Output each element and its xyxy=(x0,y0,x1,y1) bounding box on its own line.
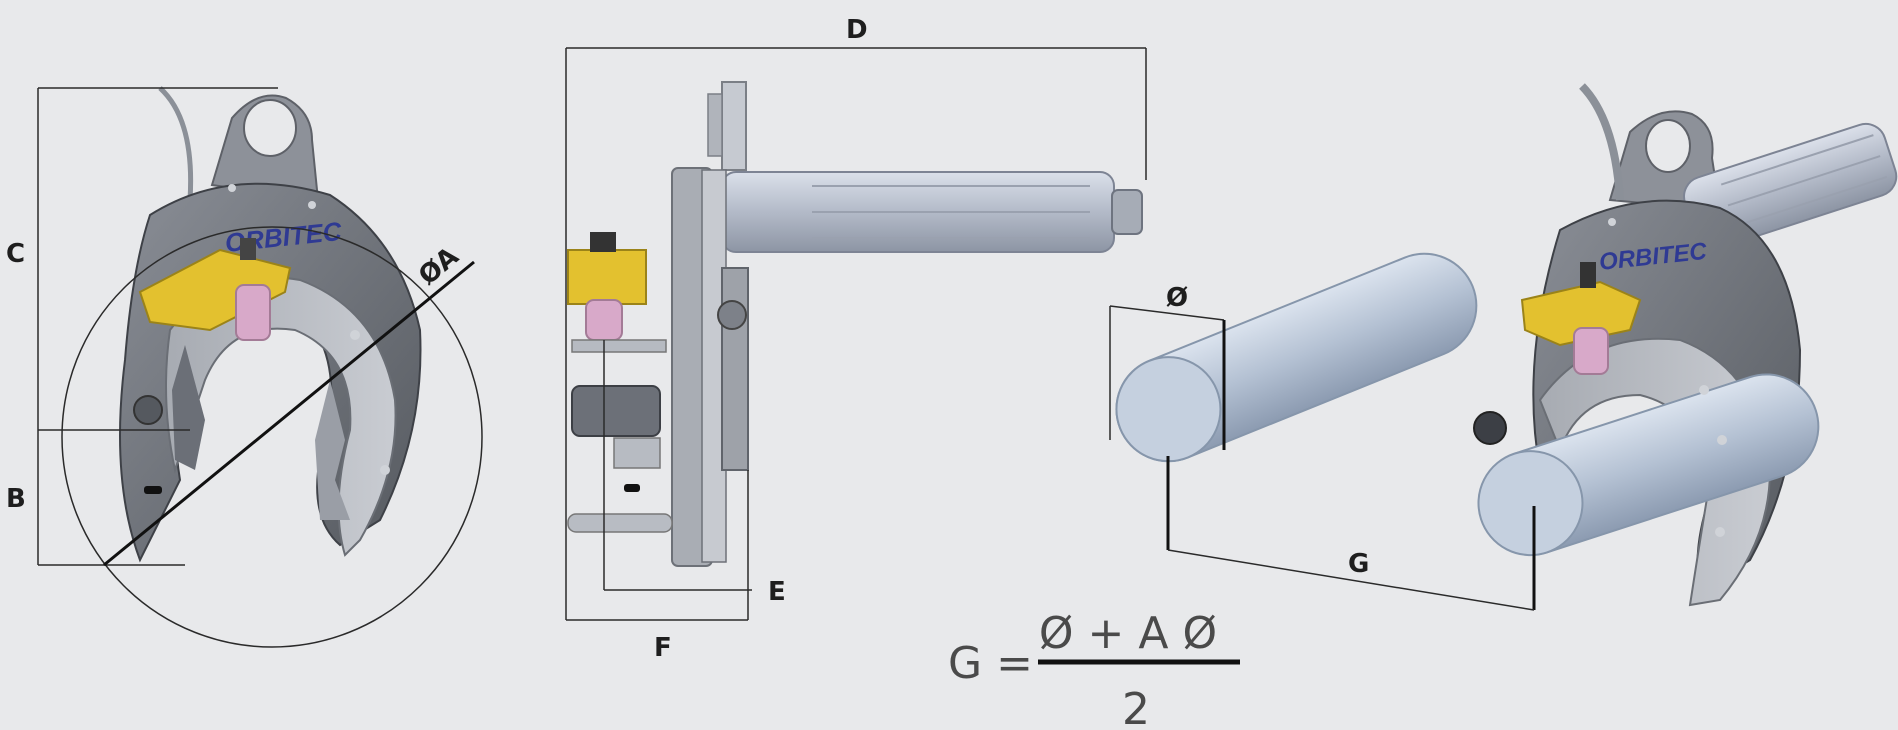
bottom-rod xyxy=(567,513,673,533)
handle-end-cap xyxy=(1111,189,1143,235)
bolt xyxy=(1717,435,1727,445)
cable-bracket xyxy=(721,81,747,171)
bolt xyxy=(380,465,390,475)
label-diameter: Ø xyxy=(1166,283,1188,313)
motor-block xyxy=(571,385,661,437)
front-view: ORBITEC C B ØA xyxy=(6,86,483,648)
yellow-clamp-side xyxy=(567,249,647,305)
formula-denominator: 2 xyxy=(1122,684,1150,730)
cable xyxy=(158,86,194,201)
slot-side xyxy=(624,484,640,492)
bolt xyxy=(350,330,360,340)
label-b: B xyxy=(6,484,26,514)
label-f: F xyxy=(654,633,672,663)
label-d: D xyxy=(846,15,868,45)
guide-bar xyxy=(571,339,667,353)
formula-numerator: Ø + A Ø xyxy=(1039,608,1217,659)
formula: G = Ø + A Ø 2 xyxy=(948,608,1240,730)
cable-right xyxy=(1579,83,1624,201)
side-view: D E F xyxy=(565,15,1147,663)
knob-right xyxy=(1473,411,1507,445)
label-e: E xyxy=(768,577,786,607)
label-g: G xyxy=(1348,549,1369,579)
cable-bracket-inner xyxy=(707,93,723,157)
yellow-clamp xyxy=(138,248,292,332)
slot xyxy=(144,486,162,494)
hanger-hole xyxy=(243,99,297,157)
clamp-knob xyxy=(240,238,256,260)
rotor-knob xyxy=(717,300,747,330)
rotor-arm xyxy=(721,267,749,471)
clamp-jaw-left xyxy=(172,345,205,470)
electrode-holder-right xyxy=(1573,327,1609,375)
assembly-view: ORBITEC Ø G xyxy=(1109,83,1898,611)
bolt xyxy=(1715,527,1725,537)
label-c: C xyxy=(6,239,25,269)
electrode-holder xyxy=(235,284,271,341)
bolt xyxy=(1699,385,1709,395)
bolt xyxy=(1608,218,1616,226)
bolt xyxy=(228,184,236,192)
lower-block xyxy=(613,437,661,469)
tube-right xyxy=(1477,373,1820,557)
yellow-clamp-right xyxy=(1520,280,1642,347)
dim-circle-phi-a xyxy=(61,226,483,648)
dim-line-g xyxy=(1167,549,1535,611)
clamp-knob-right xyxy=(1580,262,1596,288)
clamp-jaw-right xyxy=(315,380,350,520)
dim-line-diameter xyxy=(1109,305,1225,321)
label-phi-a: ØA xyxy=(413,242,464,292)
hanger-hole-right xyxy=(1645,119,1691,173)
formula-lhs: G = xyxy=(948,638,1033,689)
bolt xyxy=(308,201,316,209)
clamp-top-block xyxy=(590,232,616,252)
tube-left xyxy=(1115,252,1478,463)
knob xyxy=(133,395,163,425)
dim-line-phi-a xyxy=(103,260,475,567)
electrode-holder-side xyxy=(585,299,623,341)
